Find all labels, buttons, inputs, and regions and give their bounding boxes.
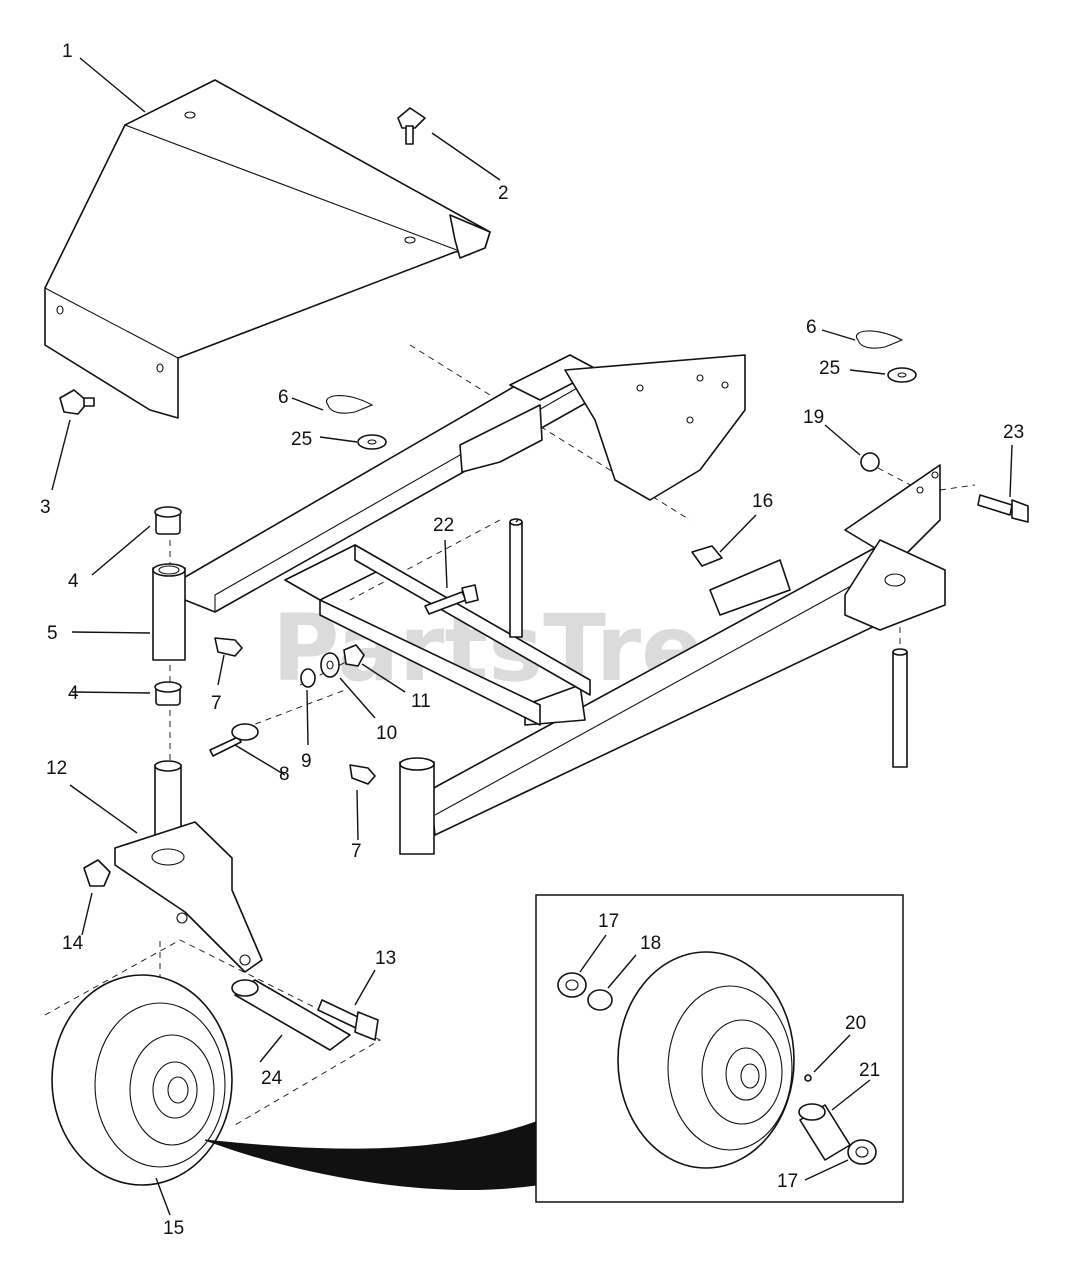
height-rod-front (892, 648, 908, 768)
detail-bearing-top (557, 972, 587, 998)
wheel-detail-box (535, 894, 904, 1203)
callout-17-top: 17 (598, 911, 619, 932)
callout-12: 12 (46, 758, 67, 779)
wing-knob-bottom (59, 389, 95, 415)
callout-6-left: 6 (278, 387, 289, 408)
callout-25-right: 25 (819, 358, 840, 379)
carriage-bolt (424, 584, 479, 615)
callout-21: 21 (859, 1060, 880, 1081)
callout-10: 10 (376, 723, 397, 744)
axle-bolt (317, 999, 379, 1041)
shield-plate (44, 79, 491, 419)
callout-3: 3 (40, 497, 51, 518)
bushing-bottom (154, 681, 182, 706)
wing-knob-top (397, 107, 426, 145)
detail-grease-fitting (804, 1074, 812, 1082)
callout-14: 14 (62, 933, 84, 954)
grease-fitting-a (214, 637, 243, 657)
callout-16: 16 (752, 491, 773, 512)
detail-connector (204, 1121, 537, 1190)
leader-lines (51, 57, 1013, 1216)
callout-8: 8 (279, 764, 290, 785)
frame-cross-members (284, 544, 591, 726)
detail-bushing (587, 989, 613, 1011)
callout-11: 11 (411, 691, 431, 712)
callout-18: 18 (640, 933, 661, 954)
yoke-nut (83, 859, 111, 887)
callout-4-bottom: 4 (68, 683, 79, 704)
callout-7-right: 7 (351, 841, 362, 862)
callout-25-left: 25 (291, 429, 312, 450)
callout-20: 20 (845, 1013, 866, 1034)
hitch-pin (209, 723, 259, 757)
caster-yoke (114, 760, 263, 973)
callout-13: 13 (375, 948, 396, 969)
flat-washer (320, 652, 340, 678)
callout-7-left: 7 (211, 693, 222, 714)
callout-1: 1 (62, 41, 73, 62)
callout-6-right: 6 (806, 317, 817, 338)
flange-nut (860, 452, 880, 472)
height-rod-rear (509, 518, 523, 638)
hairpin-clip-a (325, 394, 374, 414)
spacer-washer-b (887, 367, 917, 383)
callout-4-top: 4 (68, 571, 79, 592)
front-pivot-tube (399, 757, 435, 855)
callout-5: 5 (47, 623, 58, 644)
callout-17-bottom: 17 (777, 1171, 798, 1192)
callout-numbers: 1 2 3 4 4 5 6 6 7 7 8 9 10 11 12 13 14 1… (40, 41, 1024, 1239)
hex-nut (343, 644, 365, 667)
grease-fitting-b (349, 764, 376, 785)
callout-24: 24 (261, 1068, 283, 1089)
callout-2: 2 (498, 183, 509, 204)
clip-nut (691, 545, 723, 567)
bushing-top (154, 506, 182, 535)
detail-bearing-bottom (847, 1139, 877, 1165)
caster-wheel (51, 974, 233, 1186)
callout-23: 23 (1003, 422, 1024, 443)
pivot-tube (152, 563, 186, 661)
lock-washer (300, 668, 316, 688)
spacer-washer-a (357, 434, 387, 450)
callout-19: 19 (803, 407, 824, 428)
callout-9: 9 (301, 751, 312, 772)
frame-rear-rail (179, 354, 746, 613)
hex-bolt (977, 494, 1029, 523)
callout-15: 15 (163, 1218, 184, 1239)
axle-spacer (231, 979, 351, 1051)
hairpin-clip-b (855, 330, 904, 349)
callout-22: 22 (433, 515, 454, 536)
